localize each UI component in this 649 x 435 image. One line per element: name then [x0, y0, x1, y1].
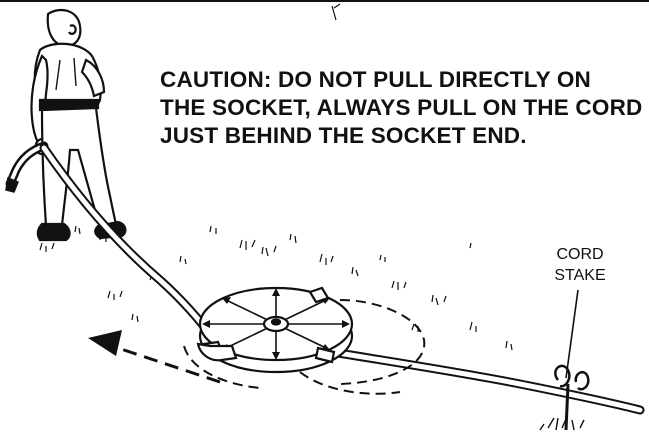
sprinkler-base [196, 286, 354, 374]
cord-stake [539, 289, 590, 431]
caution-line-2: THE SOCKET, ALWAYS PULL ON THE CORD [160, 95, 643, 120]
person-figure [30, 8, 127, 242]
top-mark [331, 3, 341, 21]
motion-arcs [183, 299, 426, 395]
pull-cord [39, 143, 221, 347]
caution-text: CAUTION: DO NOT PULL DIRECTLY ON THE SOC… [160, 66, 646, 150]
caution-line-3: JUST BEHIND THE SOCKET END. [160, 123, 527, 148]
hose-handle [5, 141, 49, 193]
cord-stake-label: CORD STAKE [535, 244, 625, 286]
direction-arrow [88, 330, 221, 384]
caution-line-1: CAUTION: DO NOT PULL DIRECTLY ON [160, 67, 591, 92]
supply-cord [315, 345, 645, 415]
stake-label-line-1: CORD [556, 246, 604, 263]
grass-tufts [39, 225, 513, 351]
stake-label-line-2: STAKE [554, 267, 606, 284]
